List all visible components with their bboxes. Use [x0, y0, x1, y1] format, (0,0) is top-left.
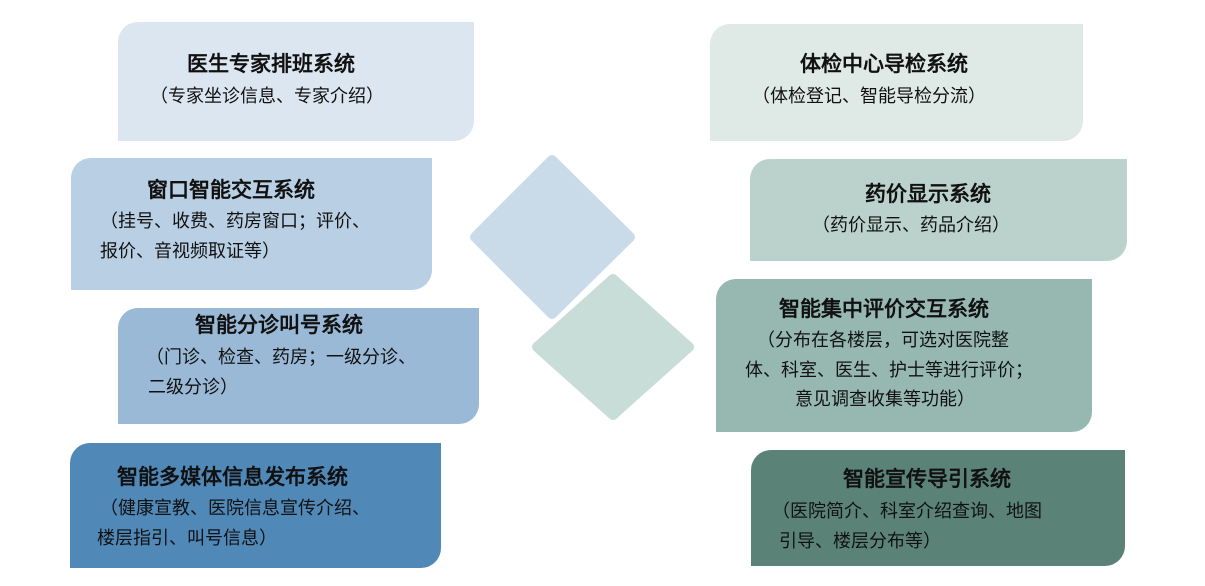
box-triage-queue — [118, 308, 479, 424]
box-desc: 体、科室、医生、护士等进行评价； — [745, 360, 1033, 381]
box-desc: （专家坐诊信息、专家介绍） — [150, 86, 384, 107]
box-desc: 二级分诊） — [148, 377, 238, 398]
box-desc: （体检登记、智能导检分流） — [752, 86, 986, 107]
box-drug-price-display — [750, 159, 1127, 261]
box-title: 智能宣传导引系统 — [843, 467, 1011, 491]
diamond-bottom — [532, 274, 694, 420]
box-title: 智能集中评价交互系统 — [779, 297, 989, 321]
diamond-top — [470, 155, 635, 319]
box-title: 智能多媒体信息发布系统 — [117, 465, 348, 489]
box-desc: （门诊、检查、药房；一级分诊、 — [146, 347, 416, 368]
box-desc: 楼层指引、叫号信息） — [97, 528, 277, 549]
box-title: 体检中心导检系统 — [800, 52, 968, 76]
box-physical-exam-guide — [710, 24, 1083, 141]
box-title: 医生专家排班系统 — [187, 52, 355, 76]
box-evaluation-interaction — [716, 279, 1092, 432]
box-desc: （药价显示、药品介绍） — [812, 215, 1010, 236]
box-multimedia-publishing — [70, 443, 441, 568]
box-desc: （健康宣教、医院信息宣传介绍、 — [100, 498, 370, 519]
box-title: 窗口智能交互系统 — [147, 178, 315, 202]
box-title: 智能分诊叫号系统 — [195, 313, 363, 337]
box-publicity-guide — [751, 450, 1125, 566]
box-title: 药价显示系统 — [865, 182, 991, 206]
box-desc: 报价、音视频取证等） — [100, 241, 280, 262]
box-desc: 引导、楼层分布等） — [779, 531, 941, 552]
box-desc: （分布在各楼层，可选对医院整 — [757, 330, 1009, 351]
box-desc: （医院简介、科室介绍查询、地图 — [772, 501, 1042, 522]
box-desc: （挂号、收费、药房窗口；评价、 — [100, 211, 370, 232]
box-window-interaction — [71, 158, 432, 290]
box-desc: 意见调查收集等功能） — [795, 389, 975, 410]
box-doctor-scheduling — [118, 22, 474, 141]
